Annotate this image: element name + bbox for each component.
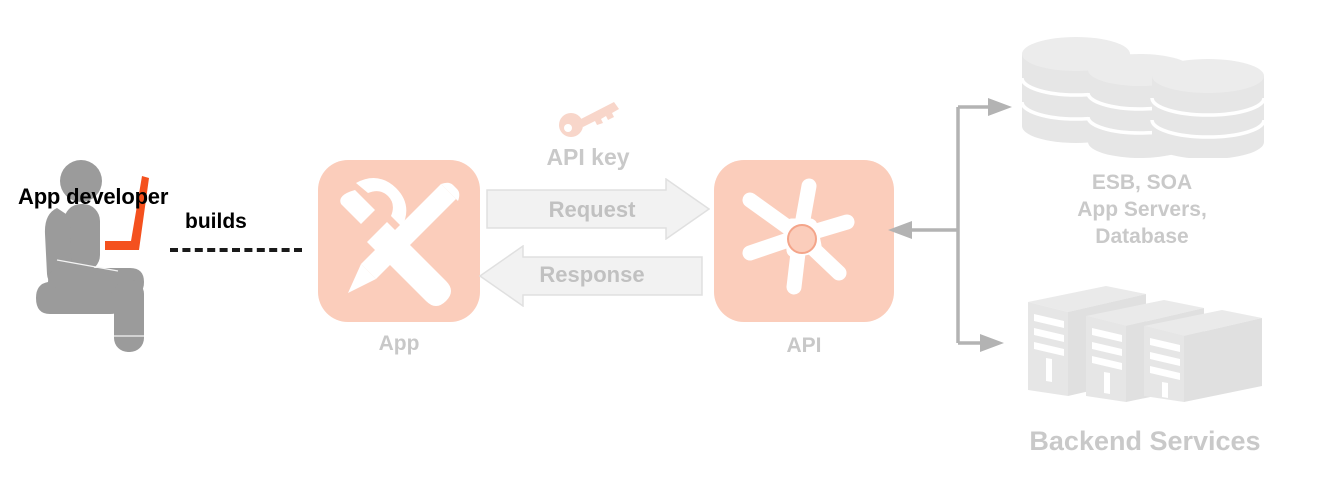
seated-developer-with-laptop-icon [36,160,149,352]
request-flow-label: Request [548,197,636,222]
data-tier-label: ESB, SOA App Servers, Database [1018,170,1266,251]
arrowhead-to-servers [980,334,1004,352]
api-star-hub-icon [742,178,855,295]
wrench-and-pencil-icon [340,178,460,306]
app-node-box[interactable] [318,160,480,322]
app-developer-group [0,140,320,370]
data-tier-label-line-2: App Servers, [1077,197,1207,221]
app-developer-label: App developer [18,184,169,209]
builds-dashed-line [170,248,302,252]
key-icon [558,99,622,139]
services-tier-label: Backend Services [1029,426,1261,456]
api-key-label: API key [546,144,630,170]
server-towers-icon [1022,278,1270,402]
database-stack-icon [1016,32,1268,159]
data-tier-label-line-3: Database [1095,224,1189,248]
arrowhead-to-api [888,221,912,239]
response-flow-label: Response [539,262,645,287]
data-tier-label-line-1: ESB, SOA [1091,171,1193,194]
request-flow-arrow [486,177,711,241]
backend-connector-lines [880,80,1040,370]
arrowhead-to-database [988,98,1012,116]
builds-label: builds [185,210,247,233]
api-node-label: API [786,334,822,357]
app-node-label: App [378,332,420,355]
response-flow-arrow [478,244,703,308]
api-node-box[interactable] [714,160,894,322]
